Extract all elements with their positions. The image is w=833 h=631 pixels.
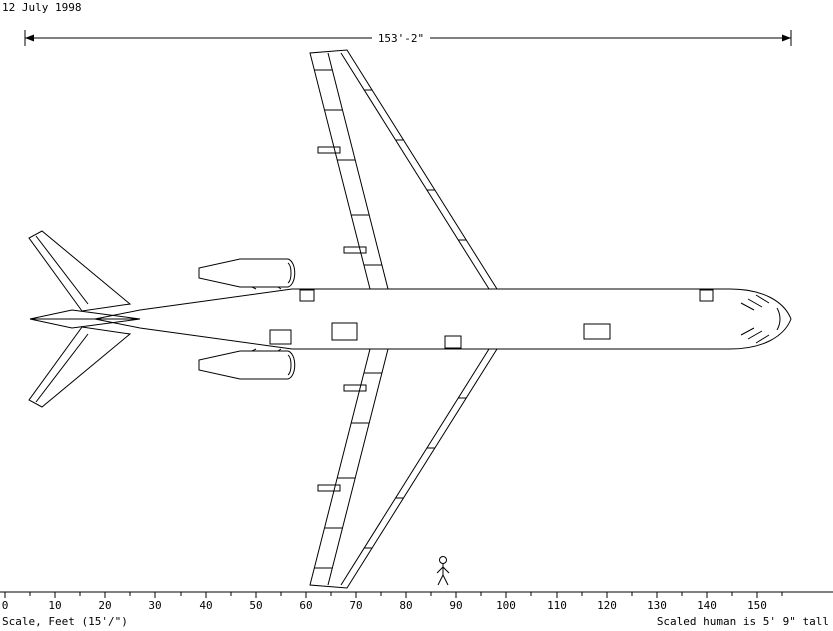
ruler-tick-label: 60 (299, 599, 312, 612)
scale-caption: Scale, Feet (15'/") (2, 615, 128, 628)
fuselage-doors (269, 289, 714, 349)
ruler-tick-label: 140 (697, 599, 717, 612)
door (299, 289, 315, 302)
ruler-tick-label: 90 (449, 599, 462, 612)
stabilizer-left (28, 230, 132, 312)
flap-fairing (343, 384, 367, 392)
door (331, 322, 358, 341)
cockpit-windows (740, 294, 781, 344)
wing-right-outline (309, 348, 498, 589)
ruler-tick-label: 20 (98, 599, 111, 612)
flap-fairing (317, 146, 341, 154)
human-body (436, 563, 450, 586)
wing-right-flaps (314, 348, 389, 586)
ruler-tick-label: 110 (547, 599, 567, 612)
ruler-tick-label: 30 (148, 599, 161, 612)
aircraft (28, 49, 792, 589)
human-height-caption: Scaled human is 5' 9" tall (656, 615, 829, 628)
dimension-line: 153'-2" (24, 30, 792, 46)
ruler-tick-label: 70 (349, 599, 362, 612)
door (699, 289, 714, 302)
scale-ruler: 0 10 20 30 40 50 60 70 80 90 100 110 120… (0, 591, 833, 612)
wing-right-slats (340, 348, 490, 586)
flap-fairing (317, 484, 341, 492)
date-label: 12 July 1998 (2, 1, 82, 14)
ruler-tick-label: 150 (747, 599, 767, 612)
wing-left-slats (340, 52, 490, 290)
ruler-tick-label: 120 (597, 599, 617, 612)
ruler-tick-label: 50 (249, 599, 262, 612)
door (583, 323, 611, 340)
ruler-tick-label: 130 (647, 599, 667, 612)
dimension-length-label: 153'-2" (378, 32, 424, 45)
stabilizer-right (28, 326, 132, 408)
flap-fairing (343, 246, 367, 254)
door (444, 335, 462, 349)
ruler-tick-label: 80 (399, 599, 412, 612)
scaled-human-figure (436, 556, 450, 586)
ruler-labels: 0 10 20 30 40 50 60 70 80 90 100 110 120… (2, 599, 767, 612)
ruler-tick-label: 100 (496, 599, 516, 612)
wing-left-flaps (314, 52, 389, 290)
ruler-tick-label: 10 (48, 599, 61, 612)
fuselage-outline (94, 288, 792, 350)
door (269, 329, 292, 345)
human-head (439, 556, 447, 564)
ruler-minor-ticks (29, 592, 783, 596)
ruler-major-ticks (4, 592, 758, 598)
vertical-fin (29, 309, 141, 329)
engine-nacelle-right (198, 348, 296, 380)
ruler-tick-label: 0 (2, 599, 9, 612)
engine-nacelle-left (198, 258, 296, 290)
wing-left-outline (309, 49, 498, 290)
wing-right (309, 348, 498, 589)
dimension-arrow-left (25, 34, 34, 42)
wing-left (309, 49, 498, 290)
ruler-tick-label: 40 (199, 599, 212, 612)
dimension-arrow-right (782, 34, 791, 42)
